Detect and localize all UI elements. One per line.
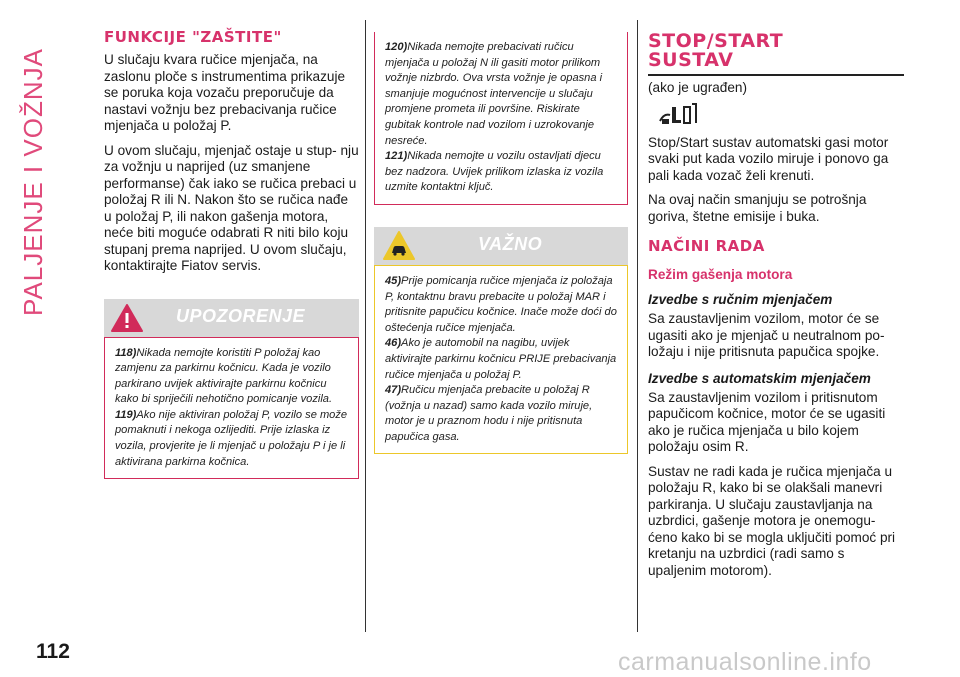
column-2: 120)Nikada nemojte prebacivati ručicu mj… — [374, 32, 628, 455]
column-1: FUNKCIJE "ZAŠTITE" U slučaju kvara ručic… — [104, 20, 359, 480]
note-text: Ručicu mjenjača prebacite u položaj R (v… — [385, 384, 593, 443]
paragraph: Na ovaj način smanjuju se potrošnja gori… — [648, 192, 867, 224]
warning-note: 120)Nikada nemojte prebacivati ručicu mj… — [385, 40, 617, 149]
paragraph: Sustav ne radi kada je ručica mjenjača u… — [648, 463, 896, 578]
paragraph: Sa zaustavljenim vozilom i pritisnutom p… — [648, 389, 886, 455]
section-heading-protection: FUNKCIJE "ZAŠTITE" — [104, 28, 282, 46]
subsection-heading: Izvedbe s ručnim mjenjačem — [648, 292, 833, 307]
warning-notes-box-continued: 120)Nikada nemojte prebacivati ručicu mj… — [374, 32, 628, 205]
subtitle: (ako je ugrađen) — [648, 80, 747, 95]
title-rule — [648, 74, 904, 76]
warning-notes-box: 118)Nikada nemojte koristiti P položaj k… — [104, 336, 359, 480]
page-number: 112 — [36, 640, 70, 663]
important-note: 46)Ako je automobil na nagibu, uvijek ak… — [385, 336, 617, 383]
note-number: 118) — [115, 346, 137, 359]
warning-note: 118)Nikada nemojte koristiti P položaj k… — [115, 346, 348, 408]
lpg-fuel-icon — [658, 101, 904, 129]
warning-triangle-icon — [110, 303, 144, 338]
paragraph: Stop/Start sustav automatski gasi motor … — [648, 134, 889, 183]
column-divider — [365, 20, 366, 632]
subsection-heading: Izvedbe s automatskim mjenjačem — [648, 370, 871, 386]
note-number: 45) — [385, 274, 402, 287]
note-number: 120) — [385, 41, 408, 53]
section-title: STOP/START SUSTAV — [648, 32, 904, 70]
column-3: STOP/START SUSTAV (ako je ugrađen) Stop/… — [648, 22, 904, 587]
paragraph: U ovom slučaju, mjenjač ostaje u stup- n… — [104, 142, 359, 274]
important-note: 45)Prije pomicanja ručice mjenjača iz po… — [385, 274, 617, 336]
warning-note: 119)Ako nije aktiviran položaj P, vozilo… — [115, 408, 348, 470]
note-number: 121) — [385, 150, 408, 163]
watermark: carmanualsonline.info — [618, 648, 872, 676]
important-header: VAŽNO — [374, 226, 628, 267]
title-line: STOP/START — [648, 30, 784, 52]
section-heading-modes: NAČINI RADA — [648, 237, 765, 255]
section-side-label: PALJENJE I VOŽNJA — [18, 48, 48, 316]
warning-title: UPOZORENJE — [176, 305, 306, 326]
note-text: Prije pomicanja ručice mjenjača iz polož… — [385, 274, 617, 334]
note-text: Nikada nemojte u vozilu ostavljati djecu… — [385, 150, 604, 194]
note-number: 47) — [385, 384, 402, 397]
subsection-heading: Režim gašenja motora — [648, 267, 793, 282]
important-title: VAŽNO — [478, 233, 543, 254]
warning-header: UPOZORENJE — [104, 298, 359, 338]
note-text: Ako je automobil na nagibu, uvijek aktiv… — [385, 337, 617, 381]
note-text: Nikada nemojte prebacivati ručicu mjenja… — [385, 41, 603, 147]
warning-note: 121)Nikada nemojte u vozilu ostavljati d… — [385, 149, 617, 196]
note-text: Ako nije aktiviran položaj P, vozilo se … — [115, 408, 348, 468]
note-text: Nikada nemojte koristiti P položaj kao z… — [115, 346, 333, 406]
car-attention-icon — [382, 230, 416, 267]
note-number: 119) — [115, 408, 137, 421]
note-number: 46) — [385, 337, 402, 350]
paragraph: U slučaju kvara ručice mjenjača, na zasl… — [104, 52, 346, 133]
column-divider — [637, 20, 638, 632]
important-note: 47)Ručicu mjenjača prebacite u položaj R… — [385, 383, 617, 445]
important-notes-box: 45)Prije pomicanja ručice mjenjača iz po… — [374, 264, 628, 455]
paragraph: Sa zaustavljenim vozilom, motor će se ug… — [648, 311, 885, 359]
title-line: SUSTAV — [648, 49, 734, 71]
